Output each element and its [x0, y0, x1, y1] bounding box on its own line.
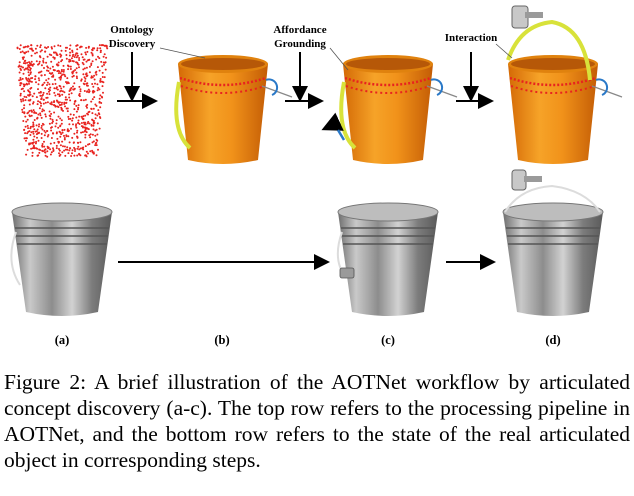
orange-bucket-c	[339, 55, 433, 164]
rotation-axis-c	[426, 78, 458, 98]
rotation-axis-d	[591, 78, 623, 98]
subfigure-label-d: (d)	[545, 333, 560, 347]
affordance-arrows-c	[321, 112, 346, 141]
orange-bucket-b	[174, 55, 268, 164]
gray-bucket-d	[502, 169, 604, 316]
subfigure-label-b: (b)	[214, 333, 229, 347]
gray-bucket-c	[336, 202, 439, 316]
subfigure-label-c: (c)	[381, 333, 395, 347]
point-cloud-a	[16, 44, 109, 158]
figure-caption: Figure 2: A brief illustration of the AO…	[4, 370, 630, 472]
subfigure-label-a: (a)	[55, 333, 70, 347]
orange-bucket-d	[506, 19, 598, 164]
rotation-axis-b	[261, 78, 293, 98]
gray-bucket-a	[10, 202, 113, 316]
gripper-d	[511, 5, 543, 29]
step-label-interaction: Interaction	[445, 32, 498, 44]
